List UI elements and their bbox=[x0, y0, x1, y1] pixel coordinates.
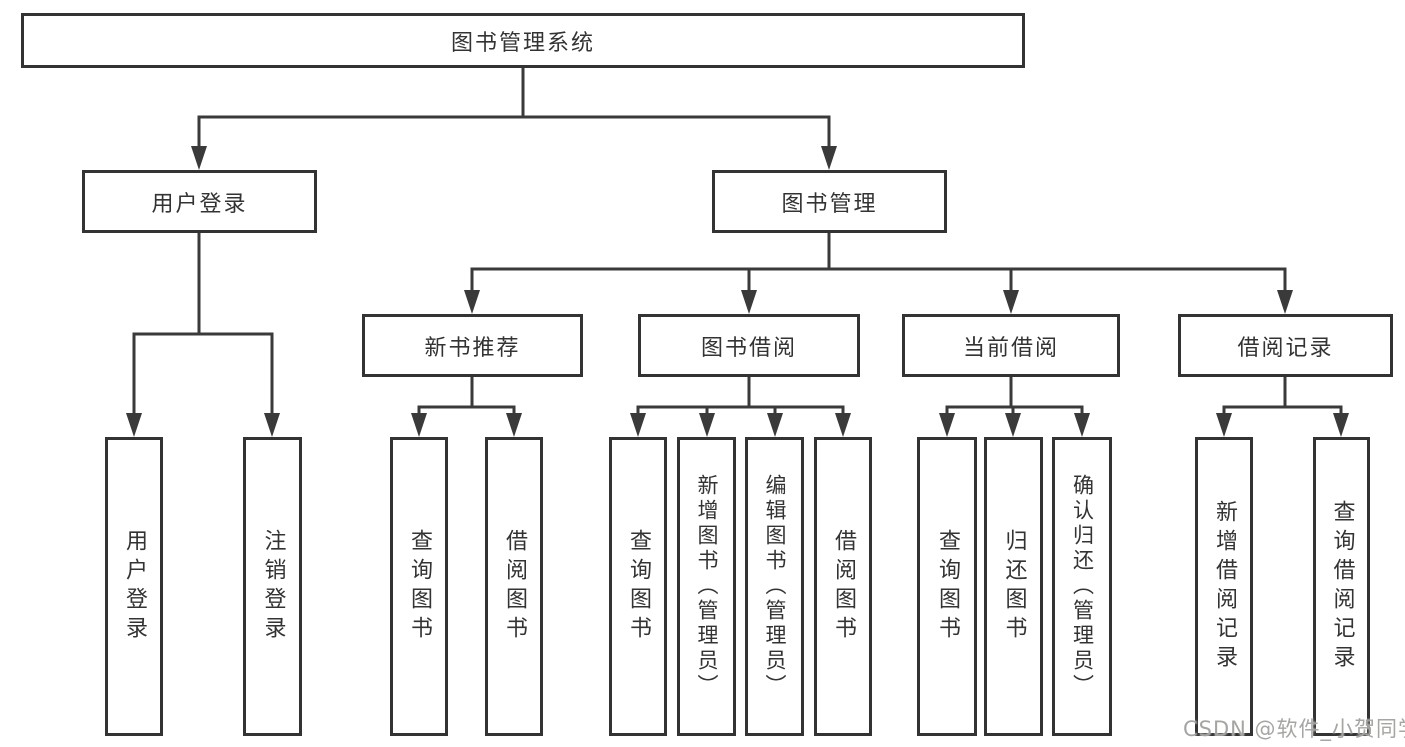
leaf-user-login-label: 用户登录 bbox=[122, 528, 147, 645]
leaf-user-login: 用户登录 bbox=[105, 437, 163, 736]
leaf-query-borrow-record-label: 查询借阅记录 bbox=[1329, 499, 1355, 674]
node-borrowing-records-label: 借阅记录 bbox=[1237, 335, 1334, 361]
csdn-watermark: CSDN @软件_小贺同学 bbox=[1183, 717, 1405, 741]
leaf-logout-label: 注销登录 bbox=[260, 528, 286, 645]
leaf-recommend-query-book: 查询图书 bbox=[390, 437, 448, 736]
leaf-borrowing-query-book-label: 查询图书 bbox=[626, 528, 651, 645]
node-book-borrowing-label: 图书借阅 bbox=[700, 335, 797, 361]
leaf-confirm-return-admin: 确认归还（管理员） bbox=[1052, 437, 1112, 736]
leaf-recommend-borrow-book-label: 借阅图书 bbox=[502, 528, 527, 645]
leaf-add-borrow-record-label: 新增借阅记录 bbox=[1212, 499, 1237, 674]
node-book-borrowing: 图书借阅 bbox=[638, 314, 860, 377]
leaf-current-query-book: 查询图书 bbox=[917, 437, 977, 736]
node-borrowing-records: 借阅记录 bbox=[1178, 314, 1393, 377]
node-user-login-module-label: 用户登录 bbox=[151, 191, 248, 217]
leaf-borrowing-borrow-book: 借阅图书 bbox=[814, 437, 872, 736]
node-root-system-label: 图书管理系统 bbox=[450, 30, 595, 56]
leaf-return-book-label: 归还图书 bbox=[1001, 528, 1027, 645]
leaf-edit-book-admin: 编辑图书（管理员） bbox=[745, 437, 804, 736]
leaf-confirm-return-admin-label: 确认归还（管理员） bbox=[1070, 474, 1095, 699]
node-new-book-recommend-label: 新书推荐 bbox=[424, 335, 521, 361]
node-user-login-module: 用户登录 bbox=[82, 170, 317, 233]
leaf-current-query-book-label: 查询图书 bbox=[935, 528, 960, 645]
node-new-book-recommend: 新书推荐 bbox=[362, 314, 583, 377]
leaf-borrowing-borrow-book-label: 借阅图书 bbox=[831, 528, 856, 645]
leaf-borrowing-query-book: 查询图书 bbox=[609, 437, 667, 736]
leaf-recommend-query-book-label: 查询图书 bbox=[407, 528, 432, 645]
leaf-query-borrow-record: 查询借阅记录 bbox=[1313, 437, 1370, 736]
node-root-system: 图书管理系统 bbox=[21, 13, 1025, 68]
leaf-add-book-admin: 新增图书（管理员） bbox=[677, 437, 736, 736]
leaf-edit-book-admin-label: 编辑图书（管理员） bbox=[763, 474, 787, 699]
leaf-add-book-admin-label: 新增图书（管理员） bbox=[695, 474, 719, 699]
node-book-management-module: 图书管理 bbox=[712, 170, 947, 233]
leaf-logout: 注销登录 bbox=[243, 437, 302, 736]
leaf-add-borrow-record: 新增借阅记录 bbox=[1195, 437, 1253, 736]
node-current-borrowing: 当前借阅 bbox=[902, 314, 1120, 377]
leaf-return-book: 归还图书 bbox=[984, 437, 1043, 736]
node-book-management-module-label: 图书管理 bbox=[781, 191, 878, 217]
node-current-borrowing-label: 当前借阅 bbox=[962, 335, 1059, 361]
leaf-recommend-borrow-book: 借阅图书 bbox=[485, 437, 543, 736]
